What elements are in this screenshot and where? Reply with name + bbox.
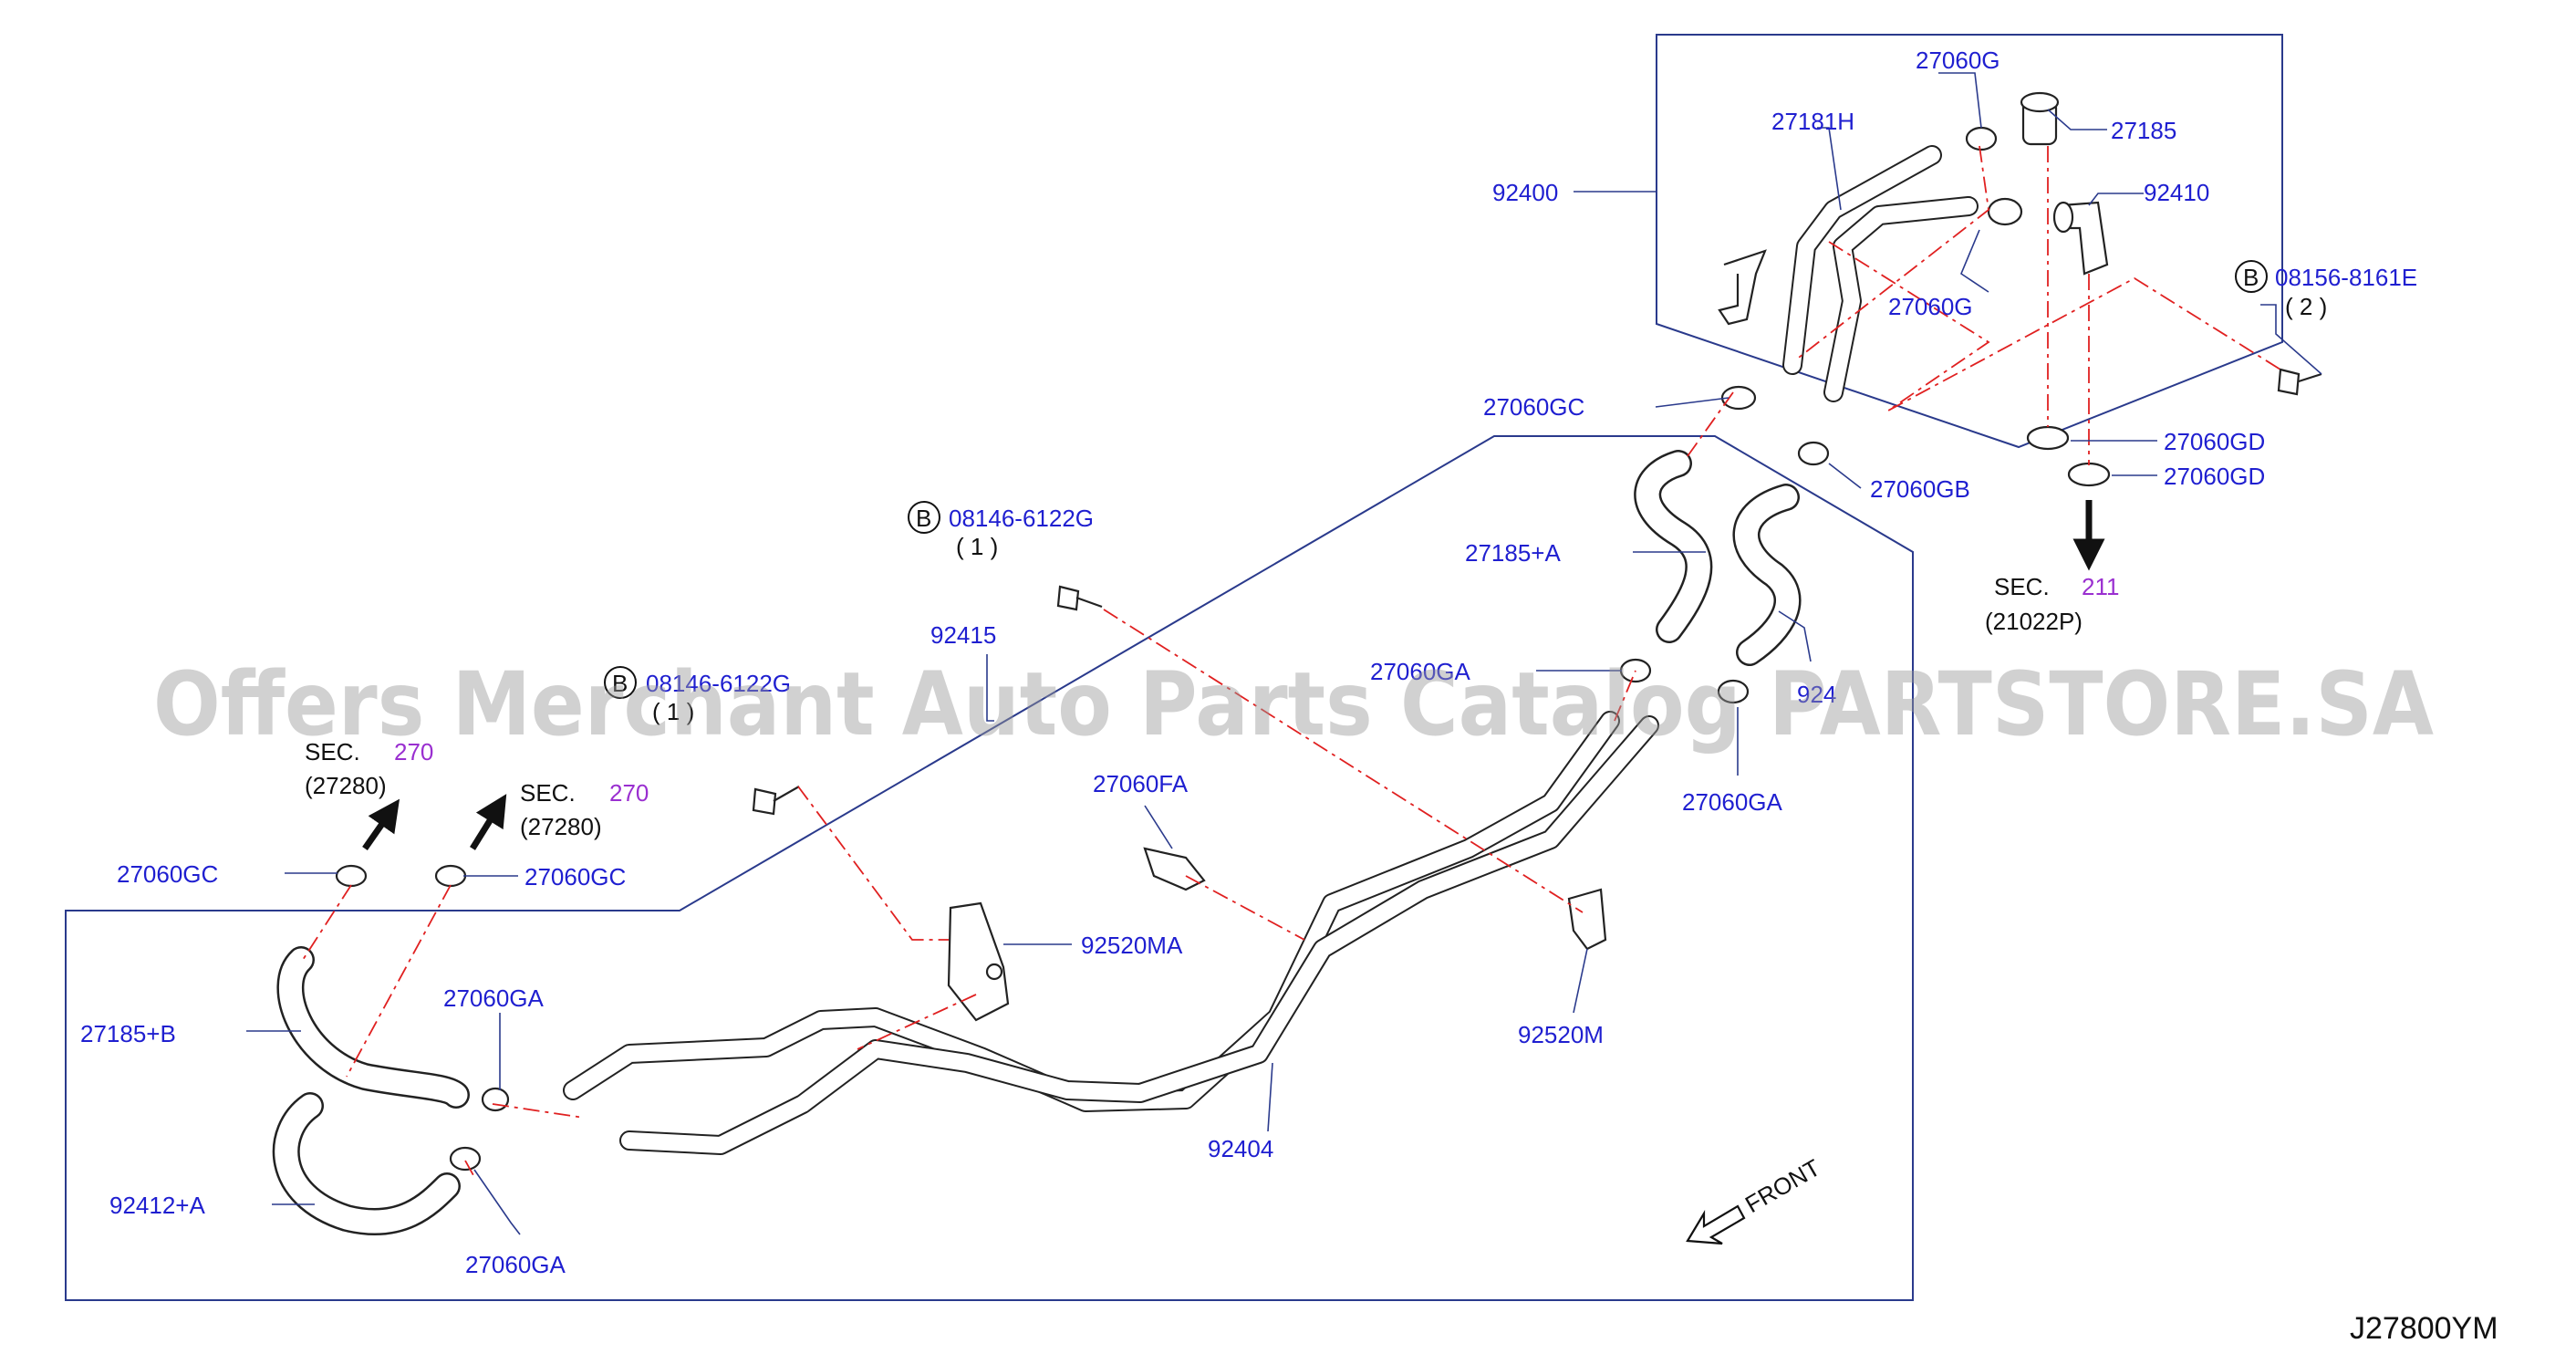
bolt-qty: ( 1 )	[956, 533, 998, 560]
sec-number: 270	[609, 779, 649, 807]
callout-27060gc-left2[interactable]: 27060GC	[525, 863, 626, 891]
bolt-callout-3[interactable]: B 08146-6122G ( 1 )	[604, 666, 791, 725]
sec-ref: (27280)	[520, 813, 602, 840]
bolt-code: 08156-8161E	[2275, 264, 2417, 291]
callout-27060g-mid[interactable]: 27060G	[1888, 293, 1973, 320]
callout-92412-mid[interactable]: 924	[1797, 681, 1836, 708]
callout-27060gc-left[interactable]: 27060GC	[117, 860, 218, 888]
hose-27185-a	[1634, 450, 1802, 666]
section-ref-270-b[interactable]: SEC. 270 (27280)	[520, 779, 649, 840]
sec-prefix: SEC.	[520, 779, 576, 807]
callout-27185-b[interactable]: 27185+B	[80, 1020, 176, 1047]
callout-27060ga-left[interactable]: 27060GA	[443, 984, 545, 1012]
bolt-code: 08146-6122G	[949, 505, 1094, 532]
sec-number: 270	[394, 738, 433, 766]
leader-lines	[246, 72, 2322, 1235]
callout-92412-a[interactable]: 92412+A	[109, 1192, 205, 1219]
arrow-sec-270-b	[470, 794, 507, 850]
callout-92410[interactable]: 92410	[2144, 179, 2209, 206]
callout-92520m[interactable]: 92520M	[1518, 1021, 1604, 1048]
callout-27181h[interactable]: 27181H	[1771, 108, 1854, 135]
front-arrow-icon	[1686, 1204, 1746, 1245]
bolt-marker-b	[2235, 260, 2268, 293]
sec-prefix: SEC.	[305, 738, 360, 766]
bolt-marker-b	[908, 501, 940, 534]
bolt-marker-letter: B	[916, 505, 931, 532]
callout-27060gd-1[interactable]: 27060GD	[2164, 428, 2265, 455]
bolt-code: 08146-6122G	[646, 670, 791, 697]
callout-27060ga-bottom[interactable]: 27060GA	[465, 1251, 566, 1278]
brackets	[947, 847, 1607, 1022]
callout-27060fa[interactable]: 27060FA	[1093, 770, 1189, 797]
bolt-marker-letter: B	[2243, 264, 2259, 291]
hose-27181h	[1718, 145, 1979, 402]
callout-27185-a[interactable]: 27185+A	[1465, 539, 1561, 567]
diagram-code: J27800YM	[2350, 1311, 2498, 1346]
bolt-shapes	[752, 368, 2322, 816]
bolt-qty: ( 1 )	[652, 698, 694, 725]
callout-27060g-top[interactable]: 27060G	[1916, 47, 2000, 74]
callout-92400[interactable]: 92400	[1492, 179, 1558, 206]
callout-92415[interactable]: 92415	[930, 621, 996, 649]
callout-27060gd-2[interactable]: 27060GD	[2164, 463, 2265, 490]
section-ref-211[interactable]: SEC. 211 (21022P)	[1985, 573, 2119, 635]
callout-27060ga-mid[interactable]: 27060GA	[1370, 658, 1471, 685]
callout-27060gb[interactable]: 27060GB	[1870, 475, 1970, 503]
sec-number: 211	[2082, 573, 2119, 600]
sec-prefix: SEC.	[1994, 573, 2050, 600]
bolt-qty: ( 2 )	[2285, 293, 2327, 320]
callout-27060gc-top[interactable]: 27060GC	[1483, 393, 1584, 421]
sec-ref: (27280)	[305, 772, 387, 799]
connector-27185	[2020, 91, 2060, 146]
front-label: FRONT	[1740, 1153, 1825, 1218]
pipe-assembly-92404	[563, 711, 1659, 1155]
watermark: Offers Merchant Auto Parts Catalog PARTS…	[153, 653, 2434, 755]
bolt-callout-1[interactable]: B 08156-8161E ( 2 )	[2235, 260, 2417, 320]
callout-27185[interactable]: 27185	[2111, 117, 2176, 144]
section-ref-270-a[interactable]: SEC. 270 (27280)	[305, 738, 433, 799]
bolt-callout-2[interactable]: B 08146-6122G ( 1 )	[908, 501, 1094, 560]
hose-27185-b	[272, 946, 470, 1235]
bolt-marker-b	[604, 666, 637, 699]
group-box-lower	[65, 435, 1914, 1301]
center-lines	[300, 145, 2281, 1178]
callout-92520ma[interactable]: 92520MA	[1081, 932, 1183, 959]
connector-92410	[2052, 201, 2109, 276]
group-box-upper	[1656, 34, 2283, 449]
arrow-sec-270-a	[362, 798, 400, 851]
callout-27060ga-right[interactable]: 27060GA	[1682, 788, 1783, 816]
sec-ref: (21022P)	[1985, 608, 2083, 635]
bolt-marker-letter: B	[612, 670, 628, 697]
callout-92404[interactable]: 92404	[1208, 1135, 1273, 1162]
